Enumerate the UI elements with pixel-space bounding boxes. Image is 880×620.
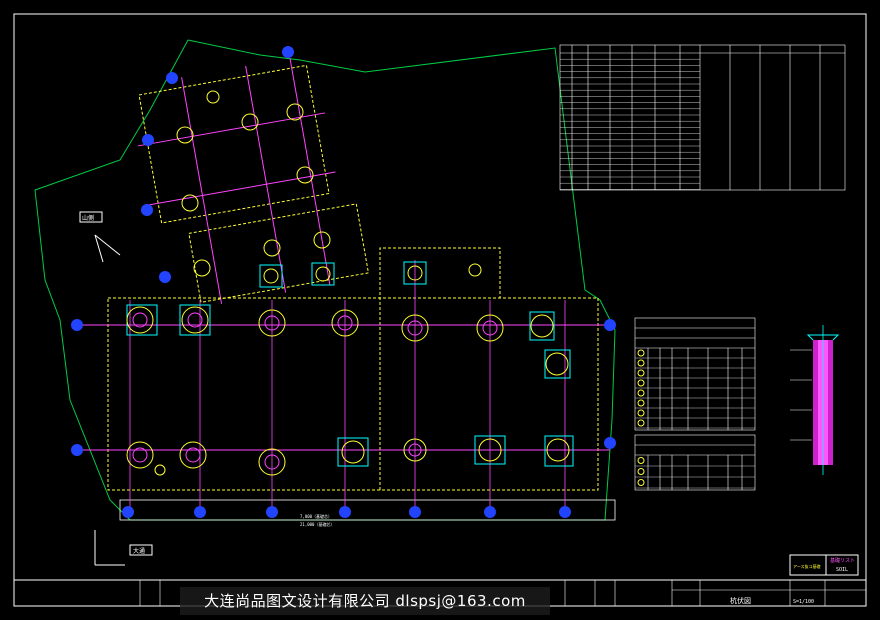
upper-footing-block xyxy=(137,58,370,304)
right-block-outline xyxy=(379,247,501,490)
site-boundary xyxy=(34,39,616,521)
legend-left-label: アース抜コ基礎 xyxy=(793,563,821,569)
footing-symbol-icon xyxy=(637,479,645,486)
north-arrow-lower xyxy=(94,530,125,566)
watermark: 大连尚品图文设计有限公司 dlspsj@163.com xyxy=(180,587,550,615)
pile-group-row-1 xyxy=(126,304,571,379)
footing-table-a xyxy=(634,317,756,431)
main-footing-outline xyxy=(107,297,599,491)
footing-symbol-icon xyxy=(637,468,645,475)
footing-table-b xyxy=(634,434,756,491)
drawing-frame xyxy=(13,13,867,607)
pile-group-row-2 xyxy=(126,435,574,476)
axis-bubbles xyxy=(71,46,616,518)
north-arrow-upper xyxy=(94,234,121,263)
pile-schedule-rows xyxy=(560,59,700,190)
legend-label: 基礎リスト xyxy=(830,557,855,564)
pile-schedule-table xyxy=(559,44,846,191)
bottom-dimension-1: 7,000（基礎芯） xyxy=(300,513,332,519)
footing-symbol-icon xyxy=(637,369,645,377)
footing-symbol-icon xyxy=(637,389,645,397)
footing-symbol-icon xyxy=(637,399,645,407)
footing-table-b-rows xyxy=(635,457,755,489)
bottom-dimension-2: 21,000（基礎芯） xyxy=(300,521,334,527)
pile-section-detail xyxy=(790,325,840,475)
footing-symbol-icon xyxy=(637,457,645,464)
footing-table-a-rows xyxy=(635,349,755,429)
legend-box xyxy=(789,554,859,576)
legend-sub: SOIL xyxy=(836,567,848,573)
title-block-name: 杭伏図 xyxy=(730,596,751,605)
title-block-scale: S=1/100 xyxy=(793,599,814,605)
footing-symbol-icon xyxy=(637,349,645,357)
north-label-upper-box xyxy=(79,211,103,223)
title-block xyxy=(139,580,866,606)
north-label-lower-box xyxy=(129,544,153,556)
pile-group-upper xyxy=(176,90,482,288)
north-label-lower: 大通 xyxy=(133,547,145,555)
footing-symbol-icon xyxy=(637,379,645,387)
footing-symbol-icon xyxy=(637,409,645,417)
north-label-upper: 山側 xyxy=(82,214,94,222)
slab-outline xyxy=(119,499,616,521)
footing-symbol-icon xyxy=(637,419,645,427)
footing-symbol-icon xyxy=(637,359,645,367)
